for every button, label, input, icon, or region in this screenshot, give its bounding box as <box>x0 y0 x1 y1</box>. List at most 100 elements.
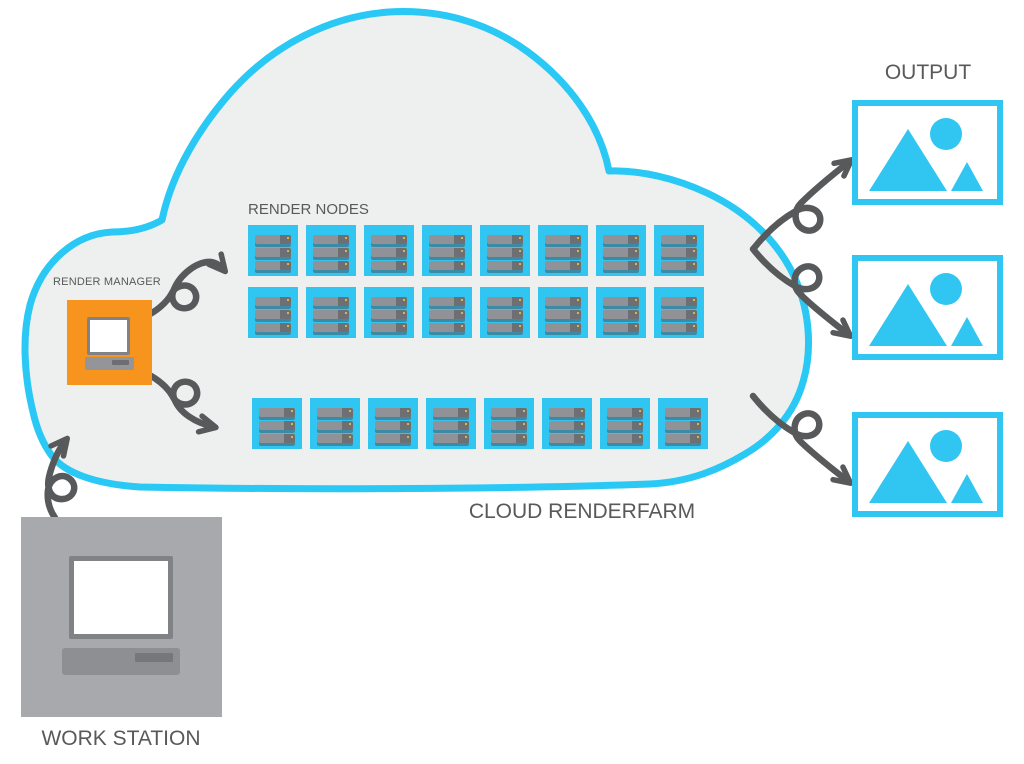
server-bar <box>491 408 527 417</box>
server-bar-cap <box>516 434 527 443</box>
render-node <box>596 225 646 276</box>
server-bar <box>429 323 465 332</box>
server-bar-cap <box>338 310 349 319</box>
server-bar-cap <box>284 421 295 430</box>
server-bar-cap <box>338 235 349 244</box>
server-bar <box>491 434 527 443</box>
server-bar-cap <box>400 421 411 430</box>
server-led <box>581 423 583 425</box>
server-bar-cap <box>574 408 585 417</box>
server-bar <box>487 235 523 244</box>
server-led <box>407 410 409 412</box>
server-bar-cap <box>628 310 639 319</box>
server-bar <box>665 434 701 443</box>
server-led <box>639 410 641 412</box>
server-bar-cap <box>628 248 639 257</box>
server-bar-cap <box>690 434 701 443</box>
server-led <box>519 237 521 239</box>
server-bar-cap <box>284 408 295 417</box>
server-bar-cap <box>338 261 349 270</box>
server-bar <box>429 297 465 306</box>
server-bar-cap <box>632 421 643 430</box>
render-manager-label: RENDER MANAGER <box>53 276 161 288</box>
server-bar <box>545 310 581 319</box>
server-bar <box>665 408 701 417</box>
server-led <box>577 263 579 265</box>
server-bar-cap <box>574 434 585 443</box>
workstation-box <box>21 517 222 717</box>
server-bar <box>549 421 585 430</box>
render-nodes-label: RENDER NODES <box>248 201 369 218</box>
server-bar <box>607 434 643 443</box>
server-led <box>635 312 637 314</box>
server-led <box>345 250 347 252</box>
server-led <box>461 299 463 301</box>
server-bar-cap <box>280 235 291 244</box>
server-bar-cap <box>458 408 469 417</box>
server-bar-cap <box>454 297 465 306</box>
server-bar-cap <box>338 297 349 306</box>
server-led <box>577 237 579 239</box>
server-bar-cap <box>516 408 527 417</box>
server-bar-cap <box>284 434 295 443</box>
server-bar <box>545 323 581 332</box>
server-bar <box>545 297 581 306</box>
server-led <box>577 250 579 252</box>
output-label: OUTPUT <box>884 61 972 84</box>
server-led <box>465 423 467 425</box>
server-led <box>697 436 699 438</box>
server-bar <box>603 235 639 244</box>
server-bar <box>433 421 469 430</box>
server-led <box>287 312 289 314</box>
server-bar <box>603 261 639 270</box>
render-node <box>480 225 530 276</box>
server-led <box>465 436 467 438</box>
server-bar <box>545 235 581 244</box>
server-led <box>345 299 347 301</box>
server-bar-cap <box>686 310 697 319</box>
render-node <box>306 225 356 276</box>
server-bar-cap <box>628 235 639 244</box>
server-bar-cap <box>686 297 697 306</box>
server-bar-cap <box>454 235 465 244</box>
server-led <box>523 423 525 425</box>
server-led <box>461 237 463 239</box>
server-bar <box>259 434 295 443</box>
render-node <box>480 287 530 338</box>
server-bar-cap <box>686 248 697 257</box>
server-led <box>403 325 405 327</box>
server-led <box>407 436 409 438</box>
server-bar-cap <box>512 323 523 332</box>
server-bar-cap <box>628 261 639 270</box>
server-bar <box>255 323 291 332</box>
server-led <box>581 436 583 438</box>
server-bar-cap <box>396 235 407 244</box>
server-bar <box>661 261 697 270</box>
server-bar <box>255 297 291 306</box>
server-led <box>581 410 583 412</box>
server-led <box>693 325 695 327</box>
server-bar <box>259 421 295 430</box>
server-led <box>461 325 463 327</box>
server-bar-cap <box>628 323 639 332</box>
server-bar-cap <box>512 297 523 306</box>
server-bar-cap <box>458 421 469 430</box>
render-node <box>364 225 414 276</box>
server-bar-cap <box>570 297 581 306</box>
server-bar-cap <box>400 408 411 417</box>
server-bar-cap <box>454 261 465 270</box>
server-led <box>403 263 405 265</box>
server-bar-cap <box>396 323 407 332</box>
server-bar <box>661 248 697 257</box>
server-led <box>523 436 525 438</box>
curl-arrows <box>44 157 855 536</box>
server-led <box>349 410 351 412</box>
curl-arrow-manager-to-nodes-top <box>139 251 229 322</box>
render-node <box>538 225 588 276</box>
server-bar <box>603 248 639 257</box>
server-bar <box>603 323 639 332</box>
server-led <box>287 250 289 252</box>
render-node <box>306 287 356 338</box>
